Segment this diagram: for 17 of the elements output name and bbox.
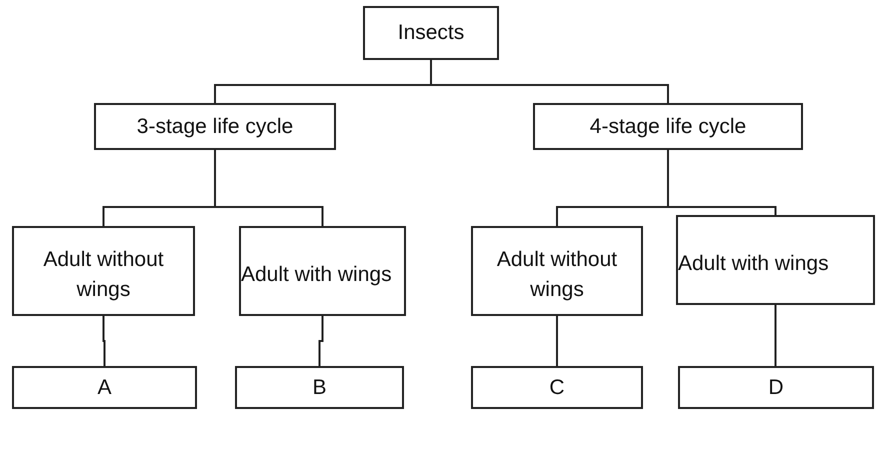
connector-line [667,150,776,215]
connector-line [430,60,669,103]
text-box: B [235,366,404,409]
connector-line [102,316,106,366]
text-box: D [678,366,874,409]
text-box: Insects [363,6,499,60]
text-box: Adult with wings [676,215,875,305]
connector-line [774,305,776,366]
text-box: Adult with wings [239,226,406,316]
text-box: Adult without wings [12,226,195,316]
text-box: 4-stage life cycle [533,103,803,150]
connector-line [556,316,558,366]
text-box: 3-stage life cycle [94,103,336,150]
text-box: A [12,366,197,409]
connector-line [318,316,324,366]
text-box: C [471,366,643,409]
text-box: Adult without wings [471,226,643,316]
